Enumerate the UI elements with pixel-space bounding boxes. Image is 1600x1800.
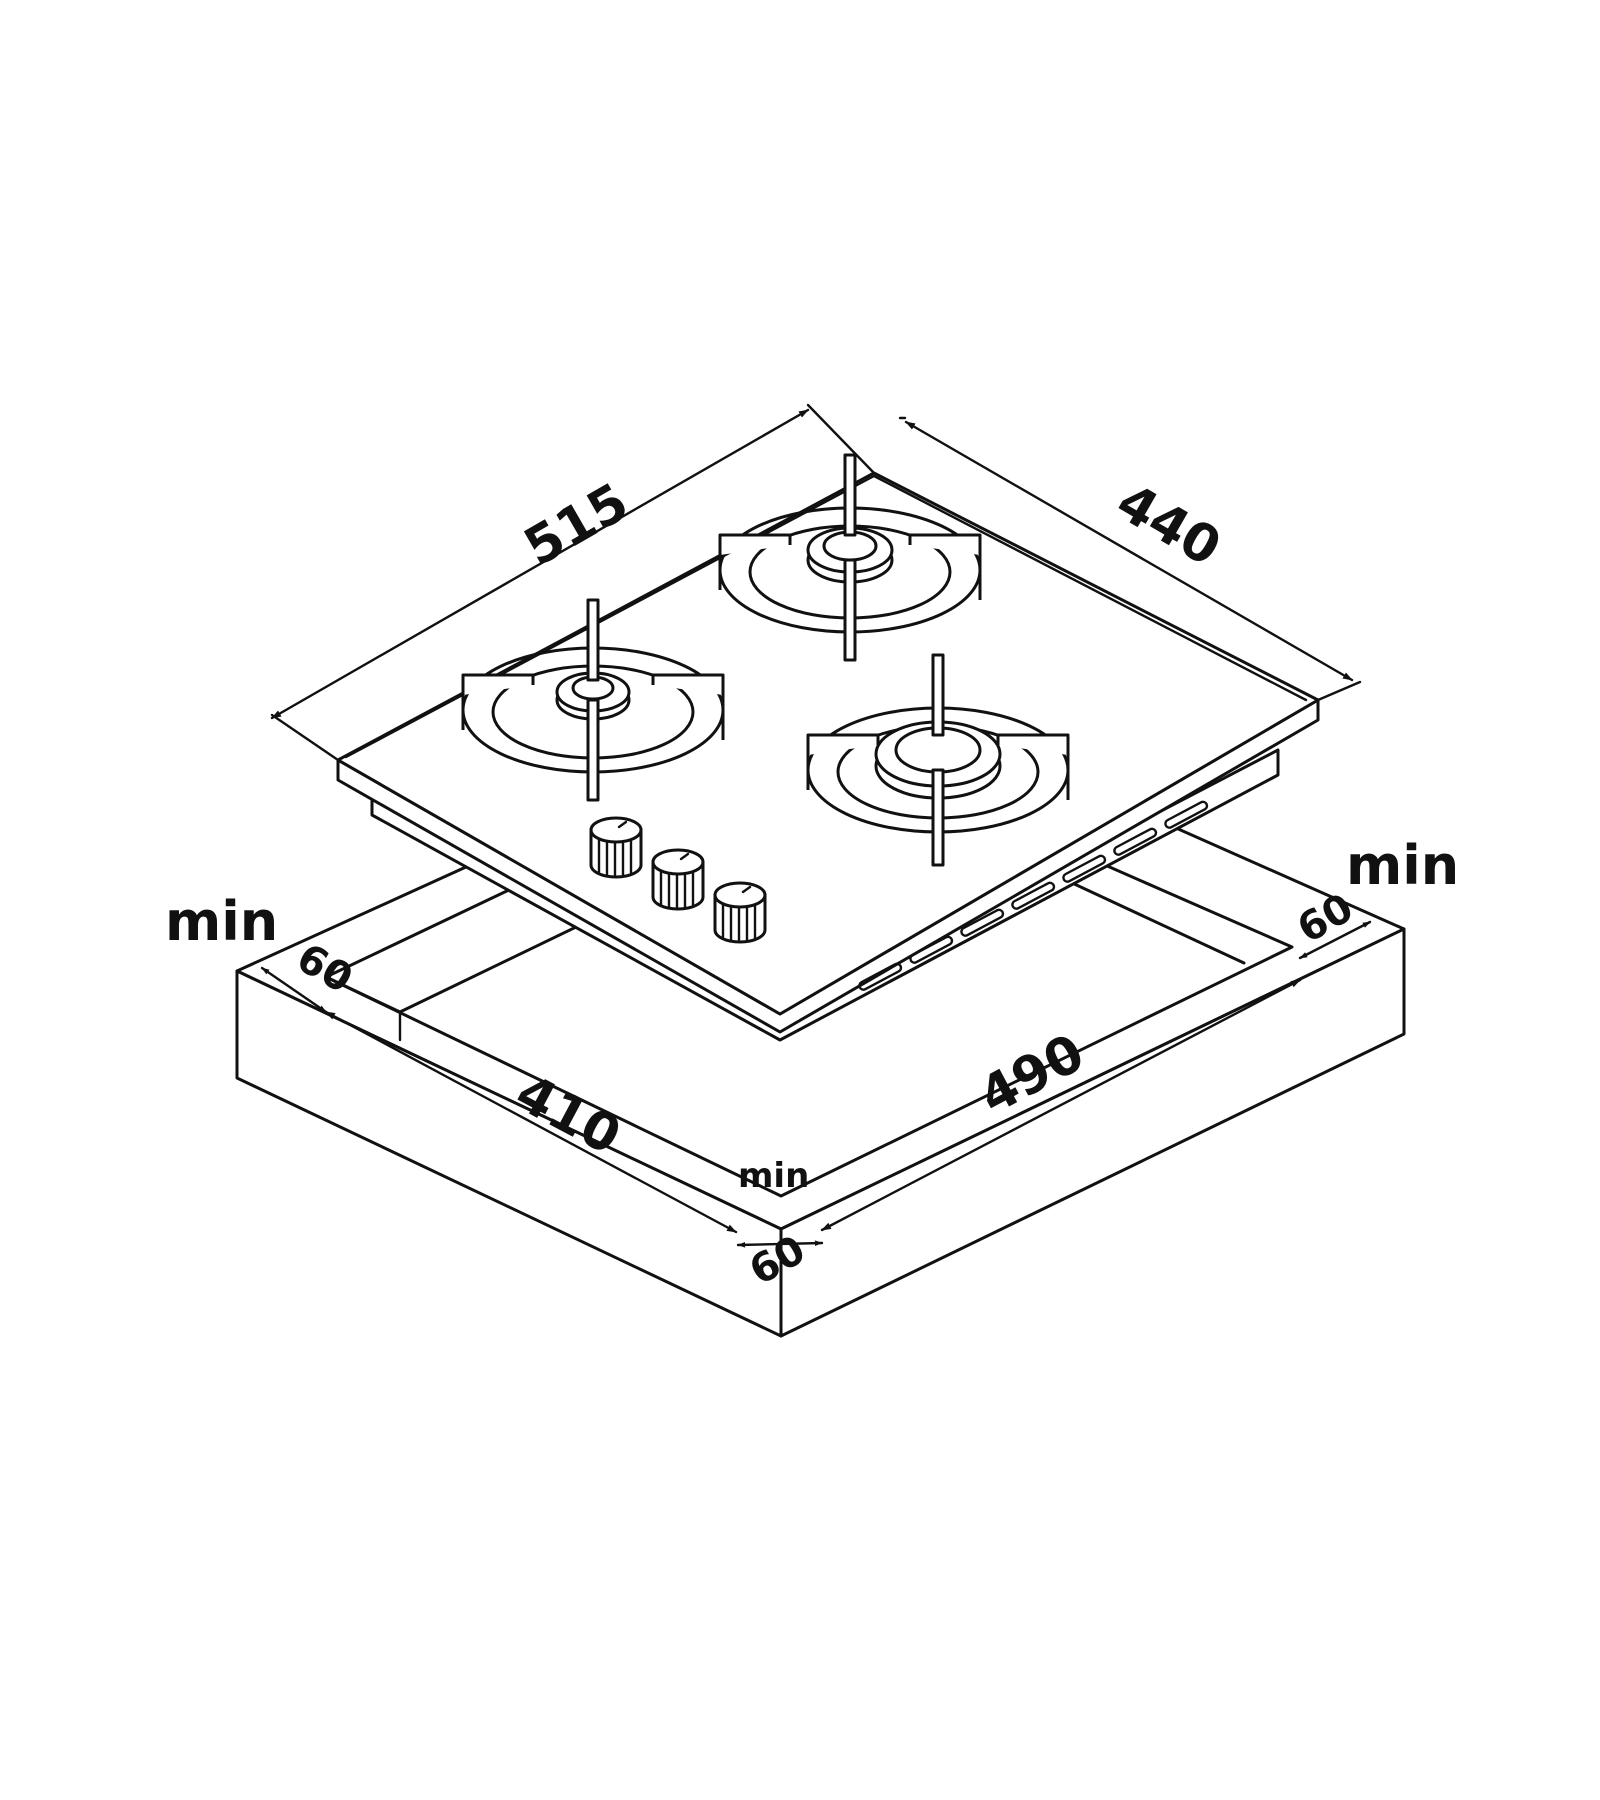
knob-icon <box>651 848 705 911</box>
dim-515-label: 515 <box>515 472 639 578</box>
burner-icon <box>806 653 1070 867</box>
min-label-front: min <box>738 1156 809 1196</box>
min-label-left: min <box>165 890 278 953</box>
dim-440-label: 440 <box>1106 472 1230 578</box>
knob-icon <box>713 881 767 944</box>
knob-icon <box>589 816 643 879</box>
min-label-right: min <box>1346 834 1459 897</box>
